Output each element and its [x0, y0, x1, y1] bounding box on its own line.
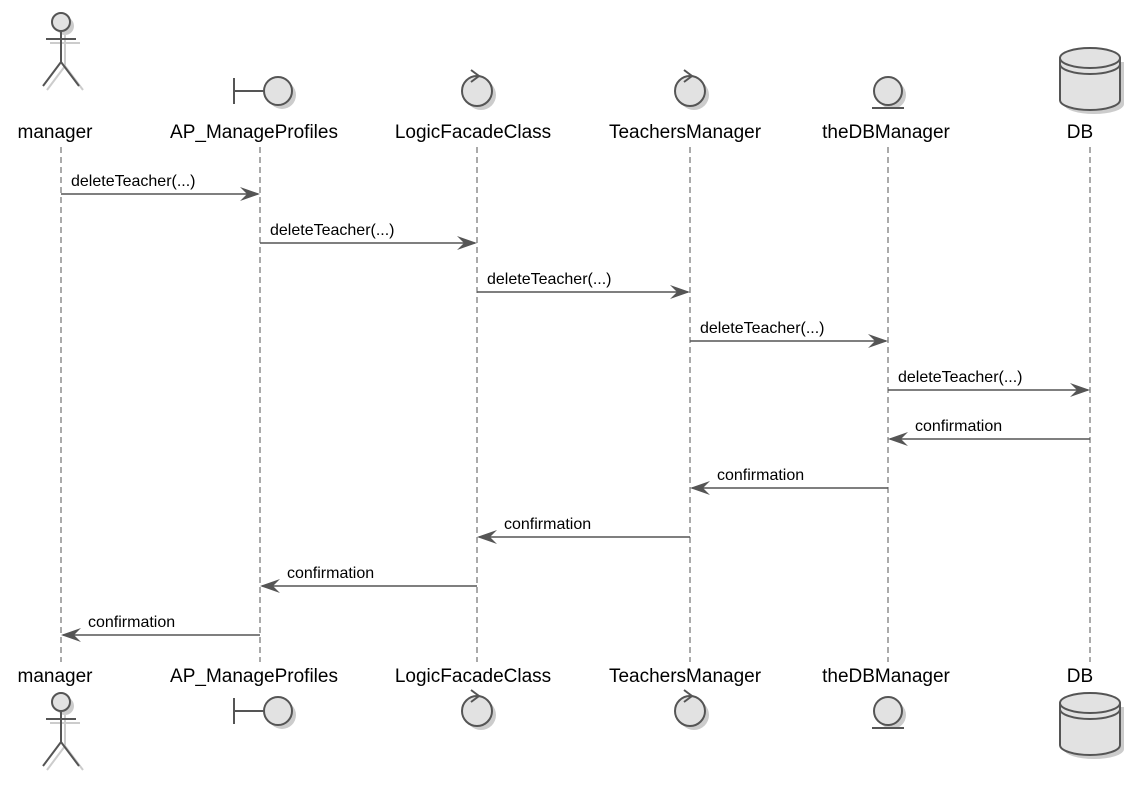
participant-labels-bottom: manager AP_ManageProfiles LogicFacadeClass…: [18, 666, 1094, 687]
entity-icon: [872, 696, 906, 729]
message-label: confirmation: [88, 614, 175, 631]
participant-icons-top: [42, 12, 1124, 114]
arrowhead: [888, 432, 908, 446]
message-5: deleteTeacher(...): [888, 369, 1090, 397]
arrowhead: [670, 285, 690, 299]
actor-icon: [42, 692, 84, 771]
arrowhead: [260, 579, 280, 593]
message-6: confirmation: [888, 418, 1090, 446]
participant-labels-top: manager AP_ManageProfiles LogicFacadeClass…: [18, 122, 1094, 143]
participant-label-dbm-bottom: theDBManager: [822, 666, 950, 687]
control-icon: [461, 689, 496, 730]
message-label: deleteTeacher(...): [270, 222, 395, 239]
message-1: deleteTeacher(...): [61, 173, 260, 201]
control-icon: [674, 69, 709, 110]
message-4: deleteTeacher(...): [690, 320, 888, 348]
arrowhead: [1070, 383, 1090, 397]
boundary-icon: [233, 696, 296, 729]
control-icon: [674, 689, 709, 730]
arrowhead: [690, 481, 710, 495]
message-label: deleteTeacher(...): [71, 173, 196, 190]
arrowhead: [868, 334, 888, 348]
message-label: confirmation: [915, 418, 1002, 435]
participant-label-teachers: TeachersManager: [609, 122, 762, 143]
participant-label-dbm: theDBManager: [822, 122, 950, 143]
message-label: deleteTeacher(...): [487, 271, 612, 288]
actor-icon: [42, 12, 84, 91]
message-10: confirmation: [61, 614, 260, 642]
boundary-icon: [233, 76, 296, 109]
arrowhead: [240, 187, 260, 201]
message-label: confirmation: [287, 565, 374, 582]
message-8: confirmation: [477, 516, 690, 544]
participant-label-db-bottom: DB: [1067, 666, 1093, 687]
participant-label-manager-bottom: manager: [18, 666, 94, 687]
participant-label-manager: manager: [18, 122, 94, 143]
control-icon: [461, 69, 496, 110]
database-icon: [1059, 692, 1124, 759]
participant-icons-bottom: [42, 689, 1124, 771]
message-7: confirmation: [690, 467, 888, 495]
participant-label-ap: AP_ManageProfiles: [170, 122, 338, 143]
database-icon: [1059, 47, 1124, 114]
arrowhead: [61, 628, 81, 642]
message-9: confirmation: [260, 565, 477, 593]
arrowhead: [457, 236, 477, 250]
participant-label-teachers-bottom: TeachersManager: [609, 666, 762, 687]
message-3: deleteTeacher(...): [477, 271, 690, 299]
message-label: deleteTeacher(...): [700, 320, 825, 337]
message-label: confirmation: [504, 516, 591, 533]
participant-label-logic-bottom: LogicFacadeClass: [395, 666, 551, 687]
message-label: deleteTeacher(...): [898, 369, 1023, 386]
message-2: deleteTeacher(...): [260, 222, 477, 250]
participant-label-db: DB: [1067, 122, 1093, 143]
message-label: confirmation: [717, 467, 804, 484]
arrowhead: [477, 530, 497, 544]
participant-label-logic: LogicFacadeClass: [395, 122, 551, 143]
entity-icon: [872, 76, 906, 109]
lifelines: [60, 147, 1091, 662]
participant-label-ap-bottom: AP_ManageProfiles: [170, 666, 338, 687]
messages: deleteTeacher(...) deleteTeacher(...) dele…: [61, 173, 1090, 642]
